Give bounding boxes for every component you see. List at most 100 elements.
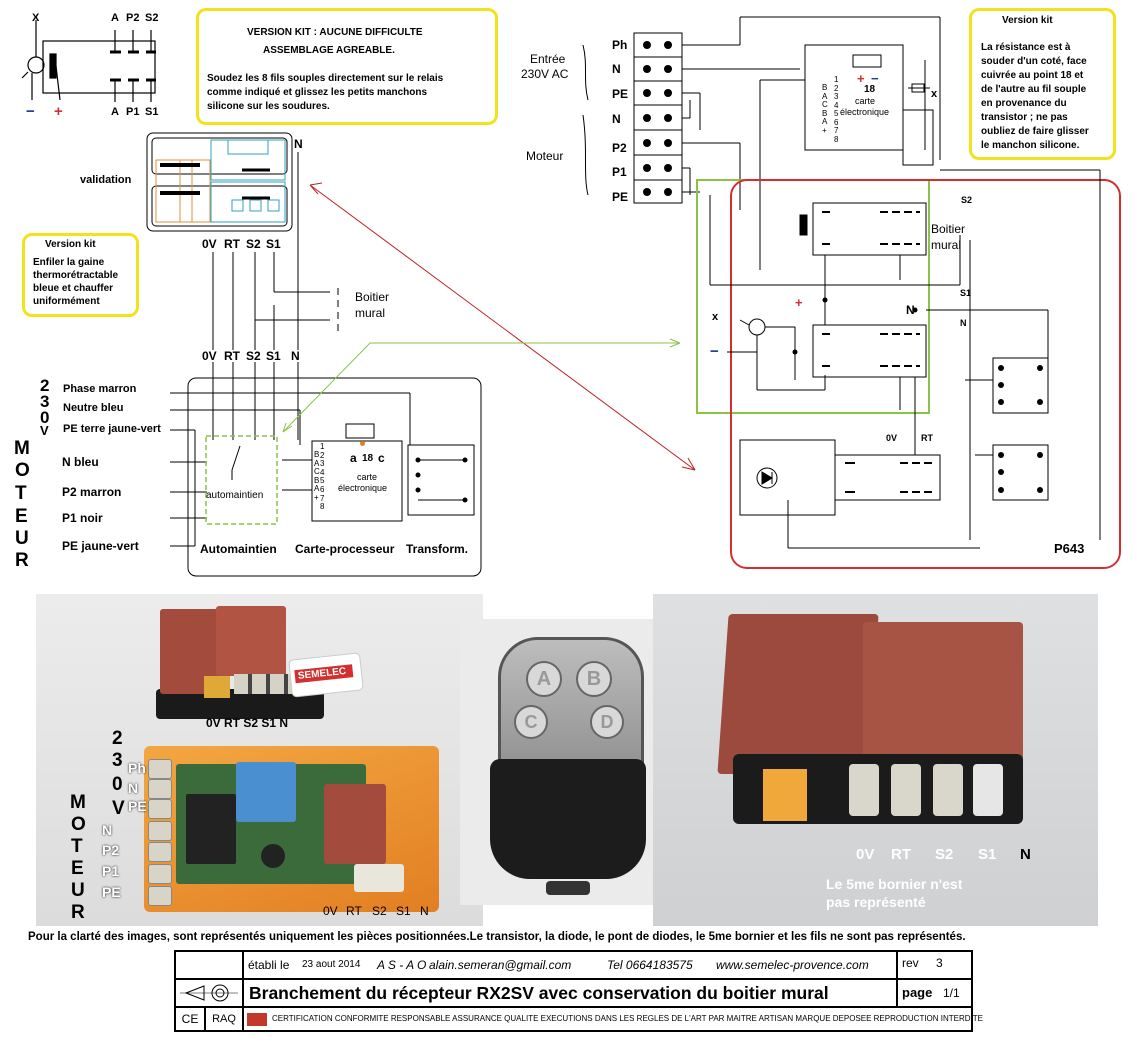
tb-cert-logo-icon (247, 1013, 267, 1026)
gaine-title: Version kit (45, 239, 96, 250)
photo-bottom-s1: S1 (396, 904, 411, 918)
photo-remote: A B C D (460, 619, 677, 905)
right-letter-plus: + (822, 125, 827, 135)
terminal-p2-icon (148, 842, 172, 862)
panel-card-a: a (350, 451, 357, 465)
right-letter-a2: A (822, 117, 828, 126)
line-n-bleu: N bleu (62, 455, 99, 469)
relay-bottom-p1: P1 (126, 106, 140, 118)
boitier-mural-label-2: mural (355, 306, 386, 320)
letter-b2: B (314, 475, 320, 485)
semelec-logo: SEMELEC (288, 652, 364, 698)
photo-230-v: V (112, 798, 125, 819)
gaine-body-2: thermorétractable (33, 270, 119, 281)
terminal-screws (643, 41, 672, 196)
pin-8: 8 (320, 502, 325, 512)
validation-term-s2: S2 (246, 237, 261, 251)
tb-rev-value: 3 (936, 956, 943, 970)
remote-button-a[interactable]: A (526, 661, 562, 697)
validation-label: validation (80, 174, 132, 186)
closeup-terminal-s1-icon (973, 764, 1003, 816)
photo-label-p2: P2 (102, 842, 120, 858)
terminal-n: N (612, 62, 621, 76)
right-card-x: x (931, 88, 938, 100)
version-kit-body-3: silicone sur les soudures. (207, 101, 330, 112)
line-p1: P1 noir (62, 511, 103, 525)
closeup-label-n: N (1020, 846, 1031, 863)
right-rt: RT (921, 433, 933, 443)
semelec-logo-text: SEMELEC (294, 664, 354, 684)
remote-button-b[interactable]: B (576, 661, 612, 697)
tb-tel: Tel 0664183575 (607, 958, 693, 972)
tb-website[interactable]: www.semelec-provence.com (716, 958, 869, 972)
remote-button-c[interactable]: C (514, 705, 548, 739)
closeup-note-1: Le 5me bornier n'est (826, 876, 963, 892)
tb-rev-cell: rev 3 (897, 951, 972, 979)
title-block: CE RAQ établi le 23 aout 2014 A S - A O … (174, 950, 983, 1032)
right-letter-b2: B (822, 108, 828, 118)
right-x: x (712, 311, 719, 323)
resistance-body-2: souder d'un coté, face (981, 56, 1087, 67)
validation-term-s1: S1 (266, 237, 281, 251)
right-n1: N (906, 303, 915, 317)
closeup-note-2: pas représenté (826, 894, 926, 910)
photo-bottom-n: N (420, 904, 429, 918)
photo-bottom-0v: 0V (323, 904, 338, 918)
panel-moteur-m: M (14, 438, 30, 459)
relay-bottom-a: A (111, 106, 119, 118)
tb-projection-cell (175, 979, 243, 1007)
validation-term-0v: 0V (202, 237, 217, 251)
tb-title-cell: Branchement du récepteur RX2SV avec cons… (243, 979, 897, 1007)
terminal-pe-icon (148, 799, 172, 819)
right-letter-a1: A (822, 91, 828, 101)
photo-230-2: 2 (112, 728, 123, 749)
photo-label-pe: PE (128, 798, 147, 814)
right-num-4: 4 (834, 100, 839, 110)
right-s1: S1 (960, 288, 972, 298)
right-relays (709, 169, 1101, 549)
photo-top-terms: 0V RT S2 S1 N (206, 716, 289, 730)
right-minus: − (710, 343, 719, 360)
projection-symbol-icon (180, 984, 238, 1002)
right-letter-c: C (822, 100, 828, 109)
photo-bottom-rt: RT (346, 904, 362, 918)
panel-card-18: 18 (362, 453, 374, 464)
pin-2: 2 (320, 450, 325, 460)
photo-moteur-e: E (71, 858, 84, 879)
photo-moteur-u: U (71, 880, 85, 901)
panel-moteur-u: U (15, 528, 29, 549)
tb-cert-cell: CERTIFICATION CONFORMITE RESPONSABLE ASS… (243, 1007, 983, 1031)
letter-a1: A (314, 458, 320, 468)
right-card-nums: 1 2 3 4 5 6 7 8 (834, 75, 839, 144)
panel-footer-carte: Carte-processeur (295, 542, 395, 556)
right-plus: + (795, 295, 803, 310)
photo-label-ph: Ph (128, 760, 146, 776)
pin-4: 4 (320, 467, 325, 477)
photo-label-p1: P1 (102, 863, 120, 879)
remote-keyring-icon (546, 881, 590, 895)
right-card-18: 18 (864, 84, 876, 95)
gaine-body-4: uniformément (33, 296, 100, 307)
line-p2: P2 marron (62, 485, 122, 499)
tb-etabli: établi le (248, 958, 290, 972)
terminal-ph-icon (148, 759, 172, 779)
validation-block (146, 132, 339, 350)
photo-230-3: 3 (112, 750, 123, 771)
entree-label-1: Entrée (530, 52, 566, 66)
panel-moteur-r: R (15, 550, 29, 571)
line-pe-jaune: PE jaune-vert (62, 539, 139, 553)
terminal-n-motor: N (612, 112, 621, 126)
panel-card-label-2: électronique (338, 483, 388, 493)
tb-page-cell: page 1/1 (897, 979, 972, 1007)
relay-x-label: X (32, 12, 40, 24)
pin-6: 6 (320, 484, 325, 494)
entree-label-2: 230V AC (521, 67, 569, 81)
tb-rev-label: rev (902, 956, 919, 970)
remote-button-d[interactable]: D (590, 705, 624, 739)
photo-bottom-s2: S2 (372, 904, 387, 918)
photo-moteur-r: R (71, 902, 85, 923)
resistance-body-3: cuivrée au point 18 et (981, 70, 1084, 81)
resistance-body-4: de l'autre au fil souple (981, 84, 1087, 95)
photo-label-motor-pe: PE (102, 884, 121, 900)
relay-top-a: A (111, 12, 119, 24)
